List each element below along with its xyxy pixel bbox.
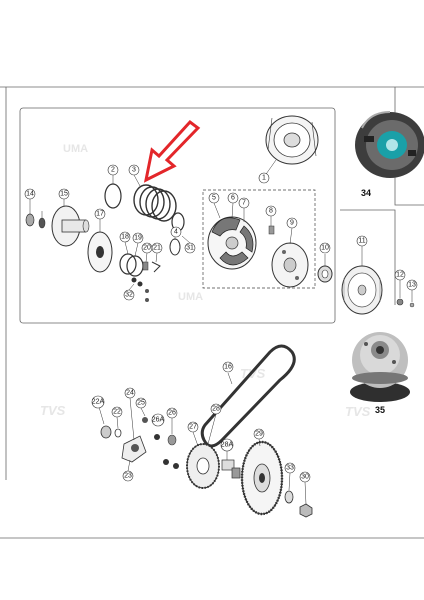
clutch-bell — [265, 115, 319, 165]
lower-left-parts — [100, 417, 179, 469]
part-label-25: 25 — [137, 400, 145, 407]
part-label-4: 4 — [174, 229, 178, 236]
part-label-11: 11 — [358, 238, 365, 245]
watermark-uma-1: UMA — [63, 143, 88, 155]
washer-33 — [284, 490, 294, 504]
part-label-16: 16 — [224, 364, 232, 371]
part-label-3: 3 — [132, 167, 136, 174]
part-label-28: 28 — [212, 406, 220, 413]
red-arrow — [143, 119, 201, 183]
part-label-22: 22 — [113, 409, 121, 416]
part-label-12: 12 — [396, 272, 404, 279]
drive-plate — [271, 242, 309, 288]
clutch-shoe-plate — [207, 216, 257, 270]
variator-pulley — [186, 443, 220, 489]
leader-lines — [29, 174, 413, 505]
fan-pulley — [240, 440, 284, 516]
part-label-27: 27 — [189, 424, 197, 431]
part-label-13: 13 — [408, 282, 416, 289]
bearing-14 — [25, 213, 35, 227]
part-label-14: 14 — [26, 191, 34, 198]
part-number-labels: 1 2 3 4 5 6 7 8 9 10 11 12 13 14 15 16 1… — [24, 164, 418, 483]
part-label-8: 8 — [269, 208, 273, 215]
part-label-1: 1 — [262, 175, 266, 182]
clutch-drum — [341, 265, 383, 315]
part-label-17: 17 — [96, 211, 104, 218]
pin-part — [268, 225, 275, 235]
guide-ring — [104, 183, 122, 209]
frame-lines — [0, 86, 424, 539]
part-label-9: 9 — [290, 220, 294, 227]
watermark-tvs-1: TVS — [40, 403, 66, 418]
nut-30 — [299, 503, 313, 518]
part-label-15: 15 — [60, 191, 68, 198]
pins — [131, 277, 149, 302]
part-label-22a: 22A — [92, 399, 105, 406]
part-label-19: 19 — [134, 235, 142, 242]
part-label-29: 29 — [255, 431, 263, 438]
fixed-pulley — [87, 231, 113, 273]
part-label-28a: 28A — [221, 442, 234, 449]
clutch-sub-assembly-box — [202, 189, 316, 289]
part-label-31: 31 — [186, 245, 194, 252]
photo-label-35: 35 — [375, 405, 385, 415]
part-label-24: 24 — [126, 390, 134, 397]
part-label-32: 32 — [125, 292, 133, 299]
watermark-uma-2: UMA — [178, 291, 203, 303]
part-label-10: 10 — [321, 245, 329, 252]
part-label-23: 23 — [124, 473, 132, 480]
part-label-2: 2 — [111, 167, 115, 174]
part-label-26a: 26A — [152, 417, 165, 424]
part-label-21: 21 — [153, 245, 161, 252]
part-label-18: 18 — [121, 234, 129, 241]
drive-belt — [200, 344, 296, 448]
nut — [396, 298, 404, 306]
shaft-parts — [221, 459, 241, 479]
watermark-tvs-3: TVS — [345, 404, 371, 419]
part-label-20: 20 — [143, 245, 151, 252]
torque-spring — [133, 184, 177, 222]
photo-label-34: 34 — [361, 188, 371, 198]
sliding-pulley — [51, 205, 90, 247]
part-label-33: 33 — [286, 465, 294, 472]
part-label-26: 26 — [168, 410, 176, 417]
clutch-assembly-photo — [355, 111, 424, 178]
bearing-13b — [38, 217, 46, 229]
part-label-7: 7 — [242, 200, 246, 207]
part-label-30: 30 — [301, 474, 309, 481]
part-label-6: 6 — [231, 195, 235, 202]
pulley-assembly-photo — [350, 332, 410, 402]
part-label-5: 5 — [212, 195, 216, 202]
